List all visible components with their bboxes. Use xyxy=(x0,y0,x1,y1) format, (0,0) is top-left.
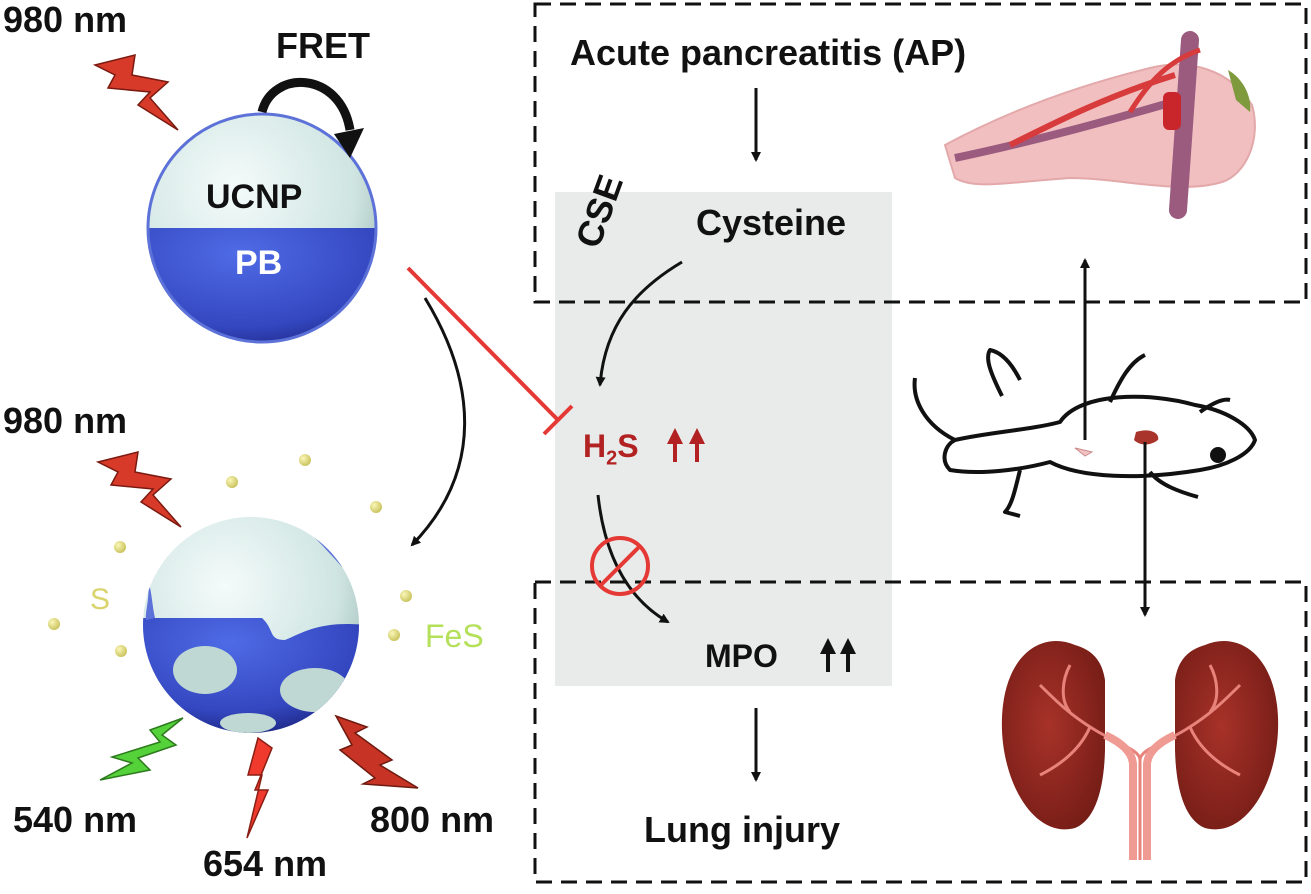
pb-label: PB xyxy=(235,244,283,282)
pathway-panel xyxy=(555,192,892,686)
lung-box xyxy=(533,580,1308,884)
cysteine-label: Cysteine xyxy=(696,202,847,243)
inhibit-bar xyxy=(542,404,574,436)
red-bolt-icon xyxy=(246,736,273,839)
ap-box xyxy=(533,2,1308,304)
h2s-label: H2S xyxy=(583,428,639,470)
curved-arrow-icon xyxy=(596,494,670,624)
prohibition-icon xyxy=(590,536,650,596)
emission-540-label: 540 nm xyxy=(13,799,138,840)
lightning-bolt-icon xyxy=(92,53,179,131)
acute-pancreatitis-label: Acute pancreatitis (AP) xyxy=(570,32,967,73)
fes-label: FeS xyxy=(425,618,484,654)
pancreas-icon xyxy=(943,31,1256,219)
up-arrows-icon xyxy=(667,428,705,462)
ucnp-pb-nanoparticle xyxy=(146,112,378,344)
lungs-icon xyxy=(1001,640,1279,860)
ucnp-label: UCNP xyxy=(206,178,303,216)
wavelength-label-top: 980 nm xyxy=(3,0,128,40)
fret-label: FRET xyxy=(276,25,370,66)
fret-arrowhead xyxy=(334,128,364,158)
curved-arrow-icon xyxy=(257,78,355,131)
mpo-label: MPO xyxy=(705,638,778,674)
sulfur-label: S xyxy=(90,583,111,616)
inhibit-icon xyxy=(406,266,560,422)
up-arrows-icon xyxy=(820,638,856,672)
emission-800-label: 800 nm xyxy=(370,799,495,840)
dark-red-bolt-icon xyxy=(334,714,419,789)
mouse-lung-marker xyxy=(1134,430,1159,445)
curved-arrow-icon xyxy=(410,297,467,547)
lung-injury-label: Lung injury xyxy=(644,809,840,850)
wavelength-label-bottom: 980 nm xyxy=(3,400,128,441)
degraded-nanoparticle xyxy=(143,517,359,733)
curved-arrow-icon xyxy=(595,260,683,387)
lightning-bolt-icon xyxy=(95,450,182,528)
mouse-icon xyxy=(912,348,1257,518)
emission-654-label: 654 nm xyxy=(203,843,328,884)
sulfur-particles xyxy=(48,454,412,657)
mouse-pancreas-marker xyxy=(1074,447,1094,457)
green-bolt-icon xyxy=(99,717,184,781)
